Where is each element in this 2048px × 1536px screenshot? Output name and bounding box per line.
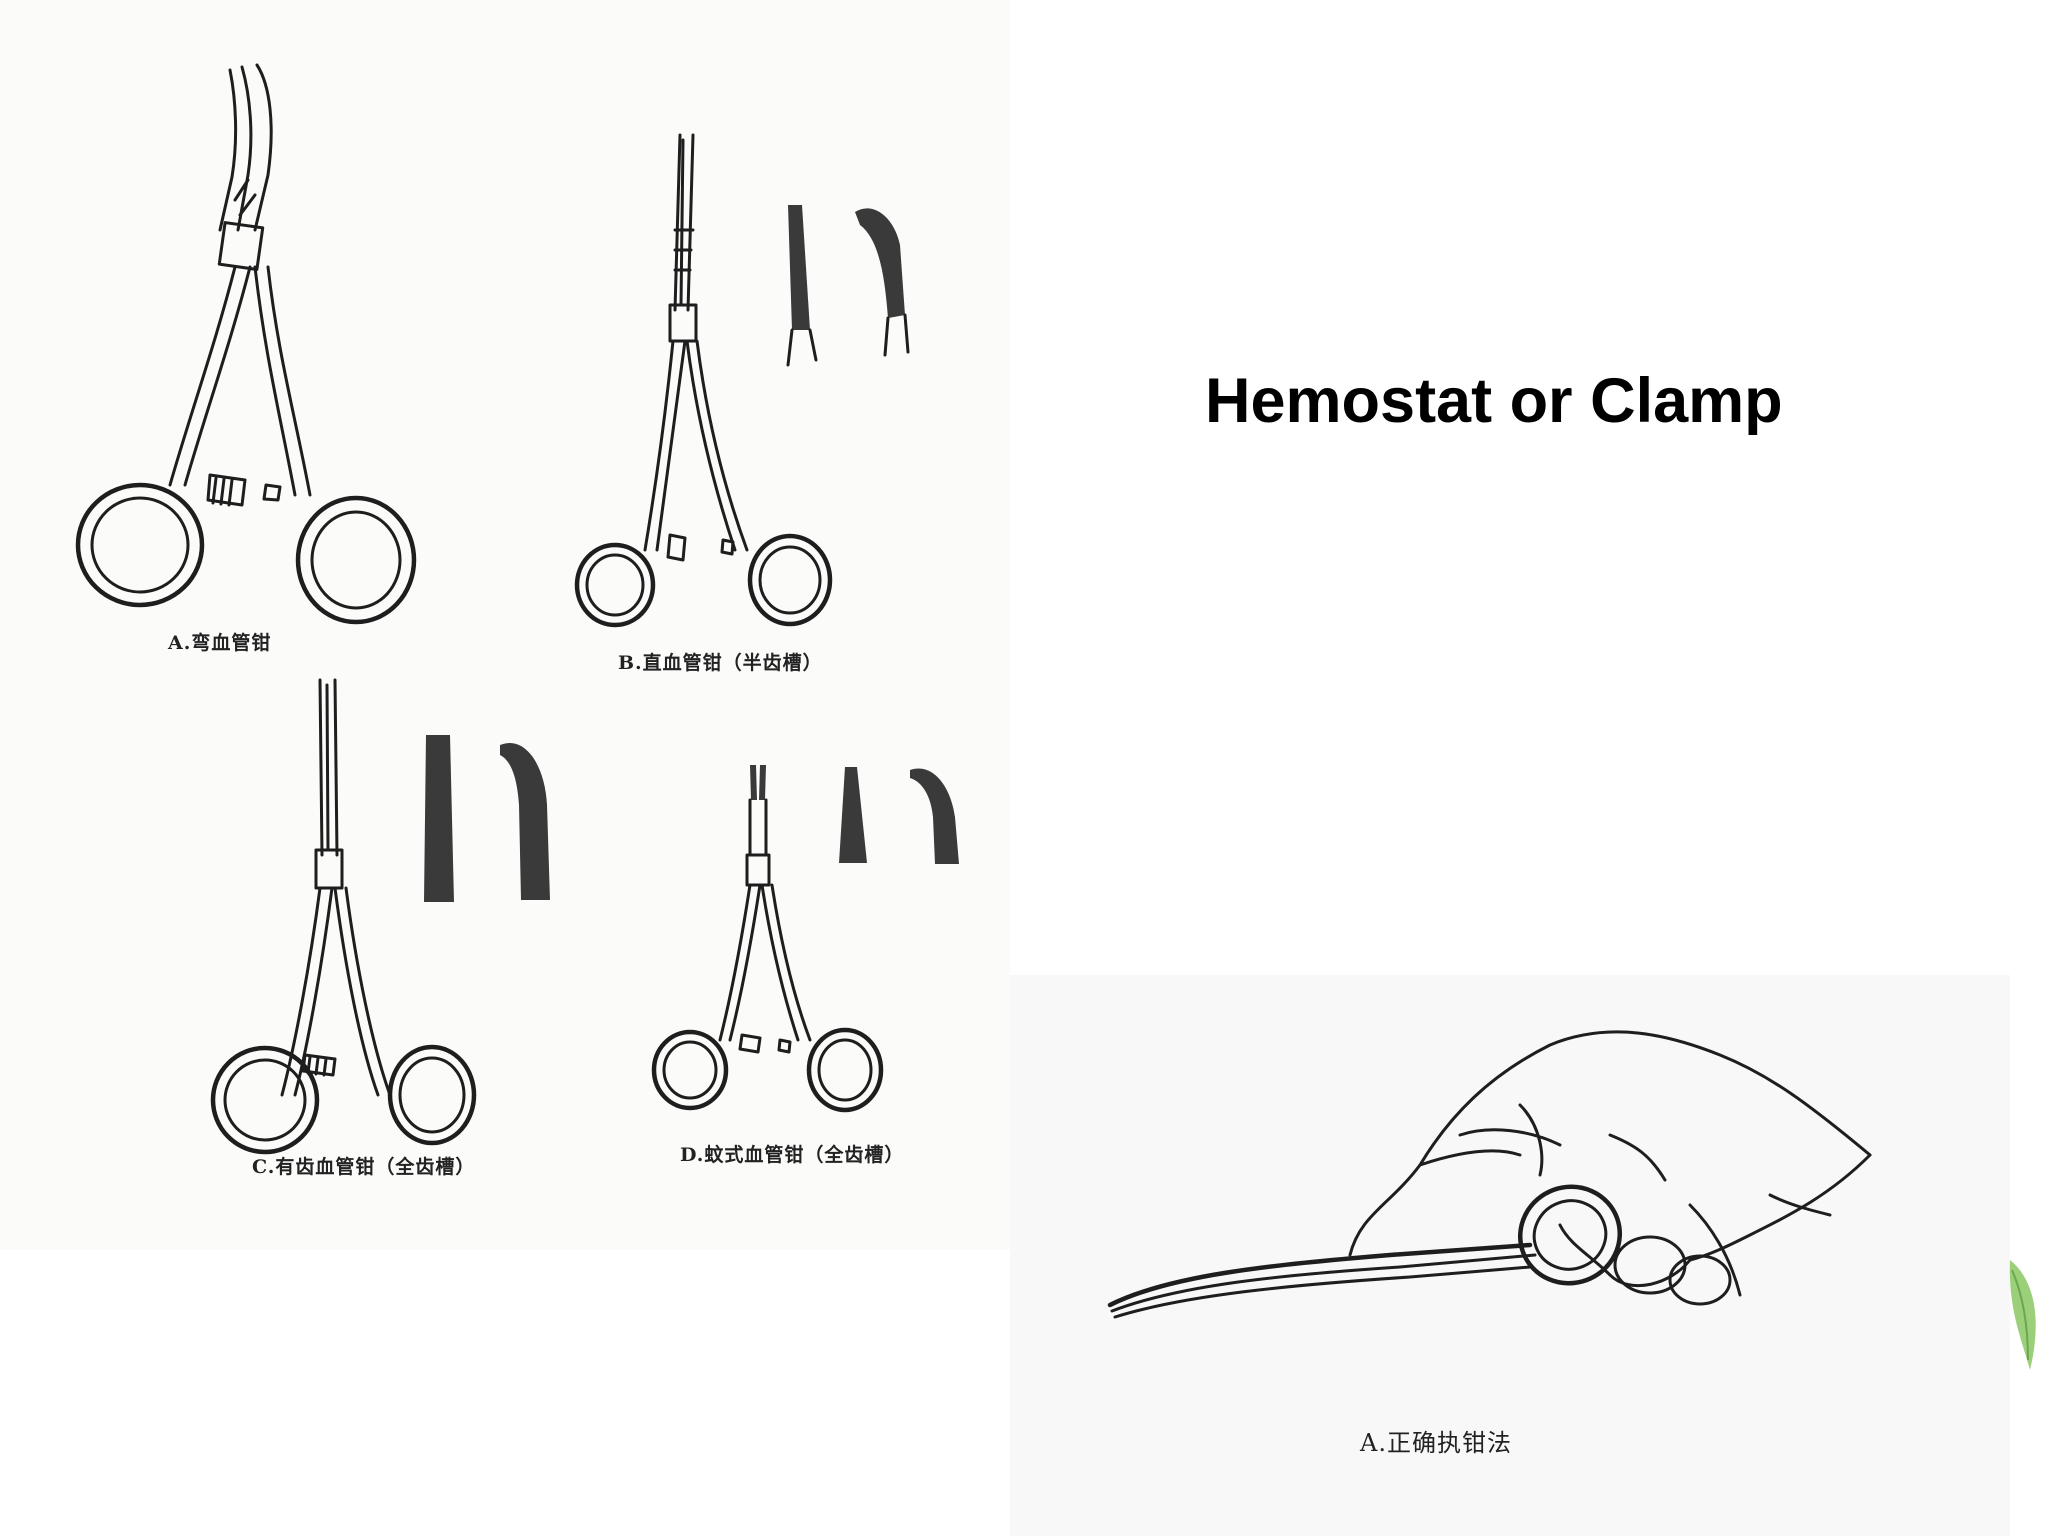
grip-illustration-panel: A.正确执钳法: [1010, 975, 2010, 1536]
mosquito-curved-tip-detail: [910, 768, 959, 864]
figure-d-caption: D.蚊式血管钳（全齿槽）: [680, 1144, 905, 1166]
curved-hemostat-drawing: [75, 63, 417, 625]
slide-title: Hemostat or Clamp: [1205, 366, 1783, 436]
mosquito-hemostat-drawing: [651, 765, 884, 1113]
figure-a-caption: A.弯血管钳: [168, 632, 272, 654]
decorative-leaf-icon: [2009, 1260, 2036, 1370]
figure-c-caption: C.有齿血管钳（全齿槽）: [252, 1156, 476, 1178]
straight-hemostat-drawing: [574, 133, 833, 628]
curved-tip-detail: [855, 208, 910, 357]
instrument-illustration-panel: A.弯血管钳 B.直血管钳（半齿槽）: [0, 0, 1010, 1250]
toothed-curved-tip-detail: [500, 743, 550, 900]
figure-b-caption: B.直血管钳（半齿槽）: [618, 652, 823, 674]
straight-tip-detail: [786, 205, 818, 367]
hand-holding-hemostat-drawing: [1107, 1030, 1872, 1319]
toothed-straight-tip-detail: [424, 735, 454, 902]
grip-caption: A.正确执钳法: [1360, 1429, 1512, 1457]
mosquito-straight-tip-detail: [839, 767, 867, 863]
toothed-hemostat-drawing: [210, 678, 477, 1155]
